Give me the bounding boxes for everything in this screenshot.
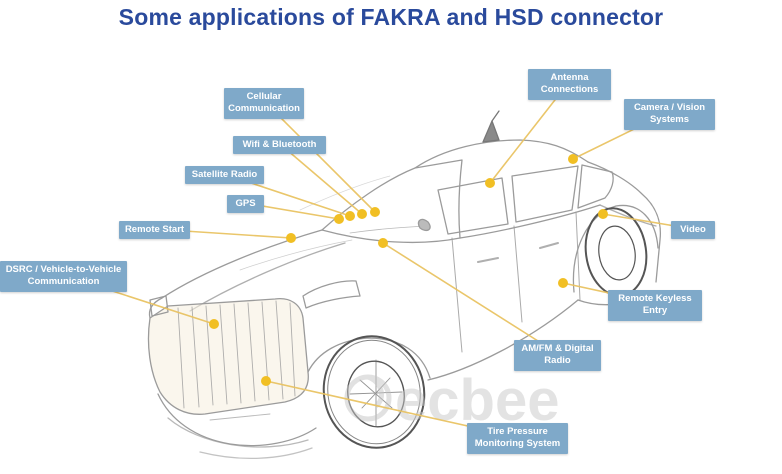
callout-dot xyxy=(568,154,578,164)
page-title: Some applications of FAKRA and HSD conne… xyxy=(118,4,664,30)
label-remote-start: Remote Start xyxy=(119,221,190,240)
callout-dot xyxy=(286,233,296,243)
watermark-text: ecbee xyxy=(395,368,559,433)
callout-dot xyxy=(598,209,608,219)
side-mirror xyxy=(417,218,431,232)
label-antenna-connections: Antenna Connections xyxy=(528,69,611,100)
label-wifi-bluetooth: Wifi & Bluetooth xyxy=(233,136,326,155)
label-remote-keyless-entry: Remote Keyless Entry xyxy=(608,290,702,321)
label-dsrc-v2v-communication: DSRC / Vehicle-to-Vehicle Communication xyxy=(0,261,127,292)
label-satellite-radio: Satellite Radio xyxy=(185,166,264,185)
callout-dot xyxy=(209,319,219,329)
label-amfm-digital-radio: AM/FM & Digital Radio xyxy=(514,340,601,371)
callout-dot xyxy=(485,178,495,188)
label-cellular-communication: Cellular Communication xyxy=(224,88,304,119)
label-camera-vision-systems: Camera / Vision Systems xyxy=(624,99,715,130)
label-gps: GPS xyxy=(227,195,264,214)
callout-dots xyxy=(209,154,608,386)
label-tire-pressure-monitoring: Tire Pressure Monitoring System xyxy=(467,423,568,454)
callout-dot xyxy=(357,209,367,219)
callout-dot xyxy=(345,211,355,221)
watermark: ecbee xyxy=(344,368,559,433)
callout-dot xyxy=(558,278,568,288)
roof-antenna xyxy=(482,120,500,143)
label-video: Video xyxy=(671,221,715,240)
callout-dot xyxy=(261,376,271,386)
callout-dot xyxy=(378,238,388,248)
callout-dot xyxy=(370,207,380,217)
callout-dot xyxy=(334,214,344,224)
